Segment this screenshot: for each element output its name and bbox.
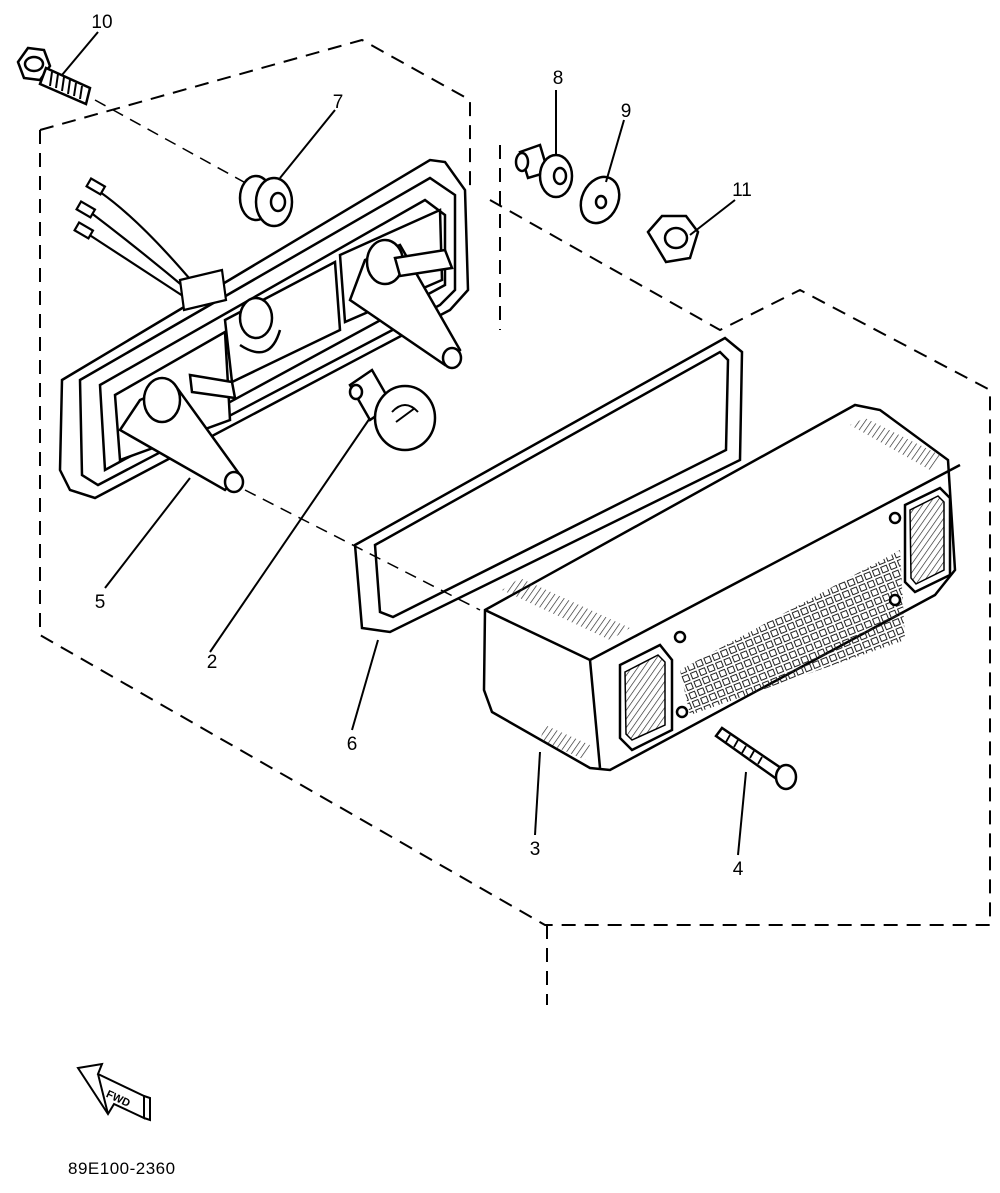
- part-label-6: 6: [347, 734, 358, 755]
- part-label-4: 4: [733, 859, 744, 880]
- part-label-2: 2: [207, 652, 218, 673]
- part-label-7: 7: [333, 92, 344, 113]
- part-10-flange-bolt: [16, 46, 92, 106]
- part-8-collar: [514, 143, 574, 199]
- drawing-code: 89E100-2360: [68, 1159, 176, 1178]
- fwd-arrow-icon: FWD: [76, 1062, 151, 1122]
- leader-lines: [94, 99, 481, 611]
- part-6-gasket: [353, 336, 744, 634]
- part-7-grommet: [238, 174, 294, 228]
- part-label-5: 5: [95, 592, 106, 613]
- part-label-11: 11: [732, 180, 752, 201]
- label-leaders: [61, 31, 747, 856]
- part-2-bulb: [348, 368, 437, 452]
- wiring-harness: [73, 177, 228, 312]
- part-3-lens: [482, 403, 961, 772]
- part-9-washer: [579, 175, 621, 225]
- part-label-8: 8: [553, 68, 564, 89]
- part-label-10: 10: [91, 12, 112, 33]
- part-label-9: 9: [621, 101, 632, 122]
- part-label-3: 3: [530, 839, 541, 860]
- assembly-boundary: [39, 38, 991, 1005]
- part-4-screw: [714, 726, 798, 791]
- part-11-nut: [646, 214, 700, 264]
- part-5-lamp-housing: [58, 158, 470, 500]
